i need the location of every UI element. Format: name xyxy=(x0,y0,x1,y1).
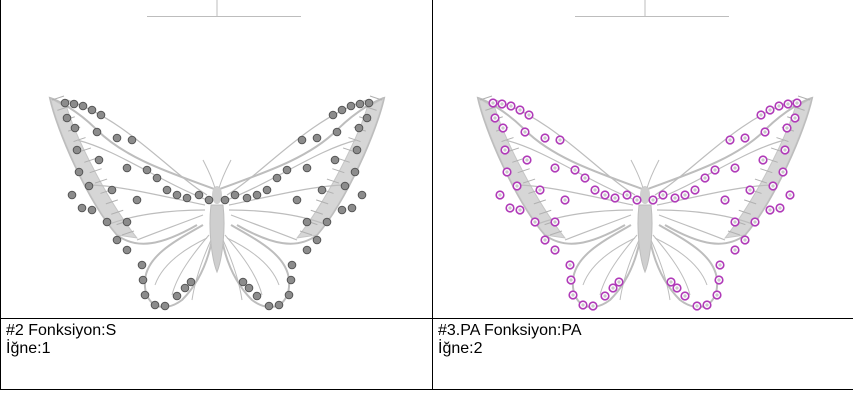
bead-group xyxy=(60,98,374,311)
butterfly-group xyxy=(476,0,814,311)
butterfly-group xyxy=(48,0,386,311)
panel-2-caption: #2 Fonksiyon:S İğne:1 xyxy=(6,322,116,358)
bead-group xyxy=(488,98,802,311)
butterfly-design-2 xyxy=(48,0,386,311)
design-preview-panel-3[interactable] xyxy=(433,0,853,318)
panel-3-function-label: #3.PA Fonksiyon:PA xyxy=(438,322,582,339)
design-preview-panel-2[interactable] xyxy=(1,0,432,318)
butterfly-design-3 xyxy=(476,0,814,311)
panel-2-needle-label: İğne:1 xyxy=(6,340,51,357)
panel-3-caption: #3.PA Fonksiyon:PA İğne:2 xyxy=(438,322,581,358)
panel-2-function-label: #2 Fonksiyon:S xyxy=(6,322,117,339)
panel-3-needle-label: İğne:2 xyxy=(438,340,483,357)
